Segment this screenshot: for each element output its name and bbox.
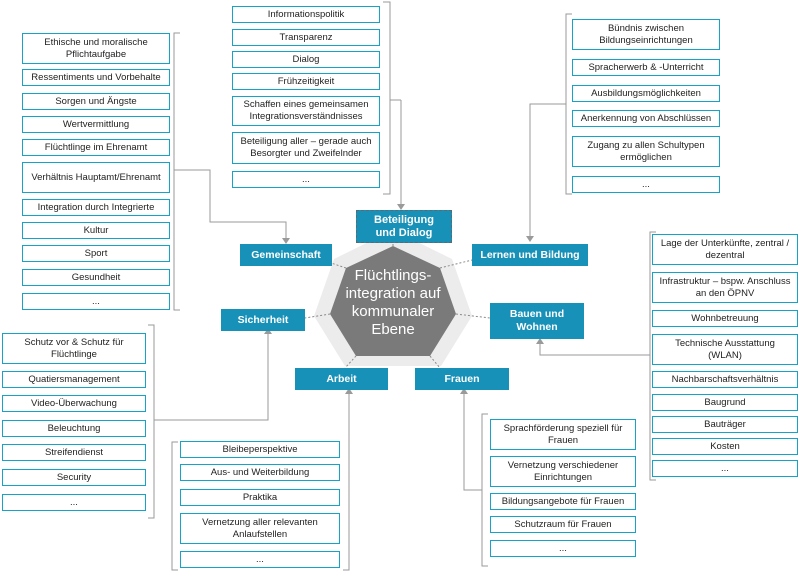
list-item: ... bbox=[180, 551, 340, 568]
list-item: Kultur bbox=[22, 222, 170, 239]
list-item: Sport bbox=[22, 245, 170, 262]
list-item: Sprachförderung speziell für Frauen bbox=[490, 419, 636, 450]
list-item: Nachbarschaftsverhältnis bbox=[652, 371, 798, 388]
list-item: ... bbox=[232, 171, 380, 188]
list-item: Technische Ausstattung (WLAN) bbox=[652, 334, 798, 365]
list-item: Bauträger bbox=[652, 416, 798, 433]
topic-bauen-und-wohnen: Bauen und Wohnen bbox=[490, 303, 584, 339]
list-item: Ethische und moralische Pflichtaufgabe bbox=[22, 33, 170, 64]
list-item: Anerkennung von Abschlüssen bbox=[572, 110, 720, 127]
list-item: ... bbox=[652, 460, 798, 477]
list-item: ... bbox=[2, 494, 146, 511]
topic-frauen: Frauen bbox=[415, 368, 509, 390]
list-item: Verhältnis Hauptamt/Ehrenamt bbox=[22, 162, 170, 193]
list-item: ... bbox=[490, 540, 636, 557]
list-item: Spracherwerb & -Unterricht bbox=[572, 59, 720, 76]
topic-sicherheit: Sicherheit bbox=[221, 309, 305, 331]
arrowheads bbox=[264, 204, 544, 394]
topic-gemeinschaft: Gemeinschaft bbox=[240, 244, 332, 266]
list-item: Flüchtlinge im Ehrenamt bbox=[22, 139, 170, 156]
list-item: Zugang zu allen Schultypen ermöglichen bbox=[572, 136, 720, 167]
topic-beteiligung-und-dialog: Beteiligung und Dialog bbox=[356, 210, 452, 243]
list-item: ... bbox=[22, 293, 170, 310]
list-item: Vernetzung verschiedener Einrichtungen bbox=[490, 456, 636, 487]
list-item: Frühzeitigkeit bbox=[232, 73, 380, 90]
list-item: Schutz vor & Schutz für Flüchtlinge bbox=[2, 333, 146, 364]
list-item: Informationspolitik bbox=[232, 6, 380, 23]
list-item: Kosten bbox=[652, 438, 798, 455]
list-item: Beteiligung aller – gerade auch Besorgte… bbox=[232, 132, 380, 164]
center-heptagon bbox=[330, 246, 456, 356]
spoke-lines bbox=[304, 243, 491, 369]
center-title: Flüchtlings-integration auf kommunaler E… bbox=[345, 267, 441, 338]
list-item: Dialog bbox=[232, 51, 380, 68]
list-item: Schaffen eines gemeinsamen Integrationsv… bbox=[232, 96, 380, 126]
list-item: Integration durch Integrierte bbox=[22, 199, 170, 216]
list-item: Praktika bbox=[180, 489, 340, 506]
topic-lernen-und-bildung: Lernen und Bildung bbox=[472, 244, 588, 266]
list-item: Lage der Unterkünfte, zentral / dezentra… bbox=[652, 234, 798, 265]
list-item: Beleuchtung bbox=[2, 420, 146, 437]
list-item: Bleibeperspektive bbox=[180, 441, 340, 458]
list-item: Wertvermittlung bbox=[22, 116, 170, 133]
list-item: Security bbox=[2, 469, 146, 486]
list-item: Schutzraum für Frauen bbox=[490, 516, 636, 533]
list-item: Transparenz bbox=[232, 29, 380, 46]
bracket-lines bbox=[148, 1, 656, 571]
list-item: Gesundheit bbox=[22, 269, 170, 286]
list-item: Bündnis zwischen Bildungseinrichtungen bbox=[572, 19, 720, 50]
list-item: Aus- und Weiterbildung bbox=[180, 464, 340, 481]
list-item: Wohnbetreuung bbox=[652, 310, 798, 327]
list-item: ... bbox=[572, 176, 720, 193]
list-item: Sorgen und Ängste bbox=[22, 93, 170, 110]
list-item: Ausbildungsmöglichkeiten bbox=[572, 85, 720, 102]
list-item: Streifendienst bbox=[2, 444, 146, 461]
list-item: Vernetzung aller relevanten Anlaufstelle… bbox=[180, 513, 340, 544]
list-item: Baugrund bbox=[652, 394, 798, 411]
list-item: Quatiersmanagement bbox=[2, 371, 146, 388]
list-item: Bildungsangebote für Frauen bbox=[490, 493, 636, 510]
list-item: Infrastruktur – bspw. Anschluss an den Ö… bbox=[652, 272, 798, 303]
list-item: Video-Überwachung bbox=[2, 395, 146, 412]
topic-arbeit: Arbeit bbox=[295, 368, 388, 390]
list-item: Ressentiments und Vorbehalte bbox=[22, 69, 170, 86]
